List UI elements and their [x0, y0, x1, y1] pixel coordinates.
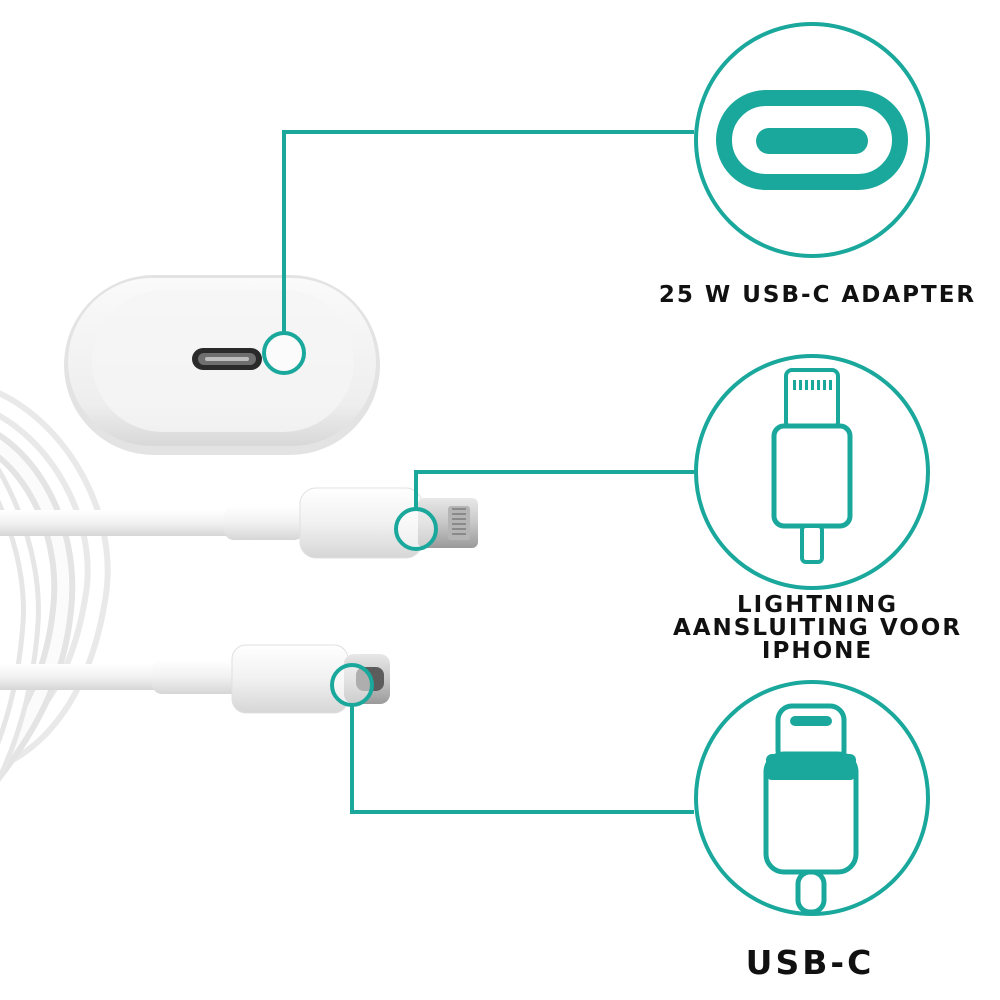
lightning-label-line-2: AANSLUITING VOOR: [672, 615, 963, 641]
lightning-plug-icon: [694, 354, 930, 590]
callout-lines: [282, 130, 694, 814]
lightning-callout-line: [414, 470, 694, 510]
usb-c-connector: [152, 644, 390, 714]
adapter-label-text: 25 W USB-C ADAPTER: [658, 282, 977, 308]
adapter-callout-line: [282, 130, 694, 334]
lightning-label: LIGHTNING AANSLUITING VOOR IPHONE: [640, 594, 995, 663]
usbc-marker: [330, 663, 374, 707]
usbc-label: USB-C: [700, 946, 920, 979]
usb-c-plug-icon: [694, 680, 930, 916]
power-adapter: [64, 275, 380, 455]
coiled-cable: [0, 390, 240, 783]
adapter-marker: [262, 331, 306, 375]
usb-c-port-icon: [694, 22, 930, 258]
lightning-marker: [394, 507, 438, 551]
usbc-callout-line: [350, 706, 694, 814]
lightning-label-line-3: IPHONE: [761, 638, 874, 664]
lightning-connector: [224, 487, 478, 559]
lightning-label-line-1: LIGHTNING: [737, 592, 898, 618]
adapter-label: 25 W USB-C ADAPTER: [640, 284, 995, 307]
usbc-label-text: USB-C: [745, 943, 875, 982]
